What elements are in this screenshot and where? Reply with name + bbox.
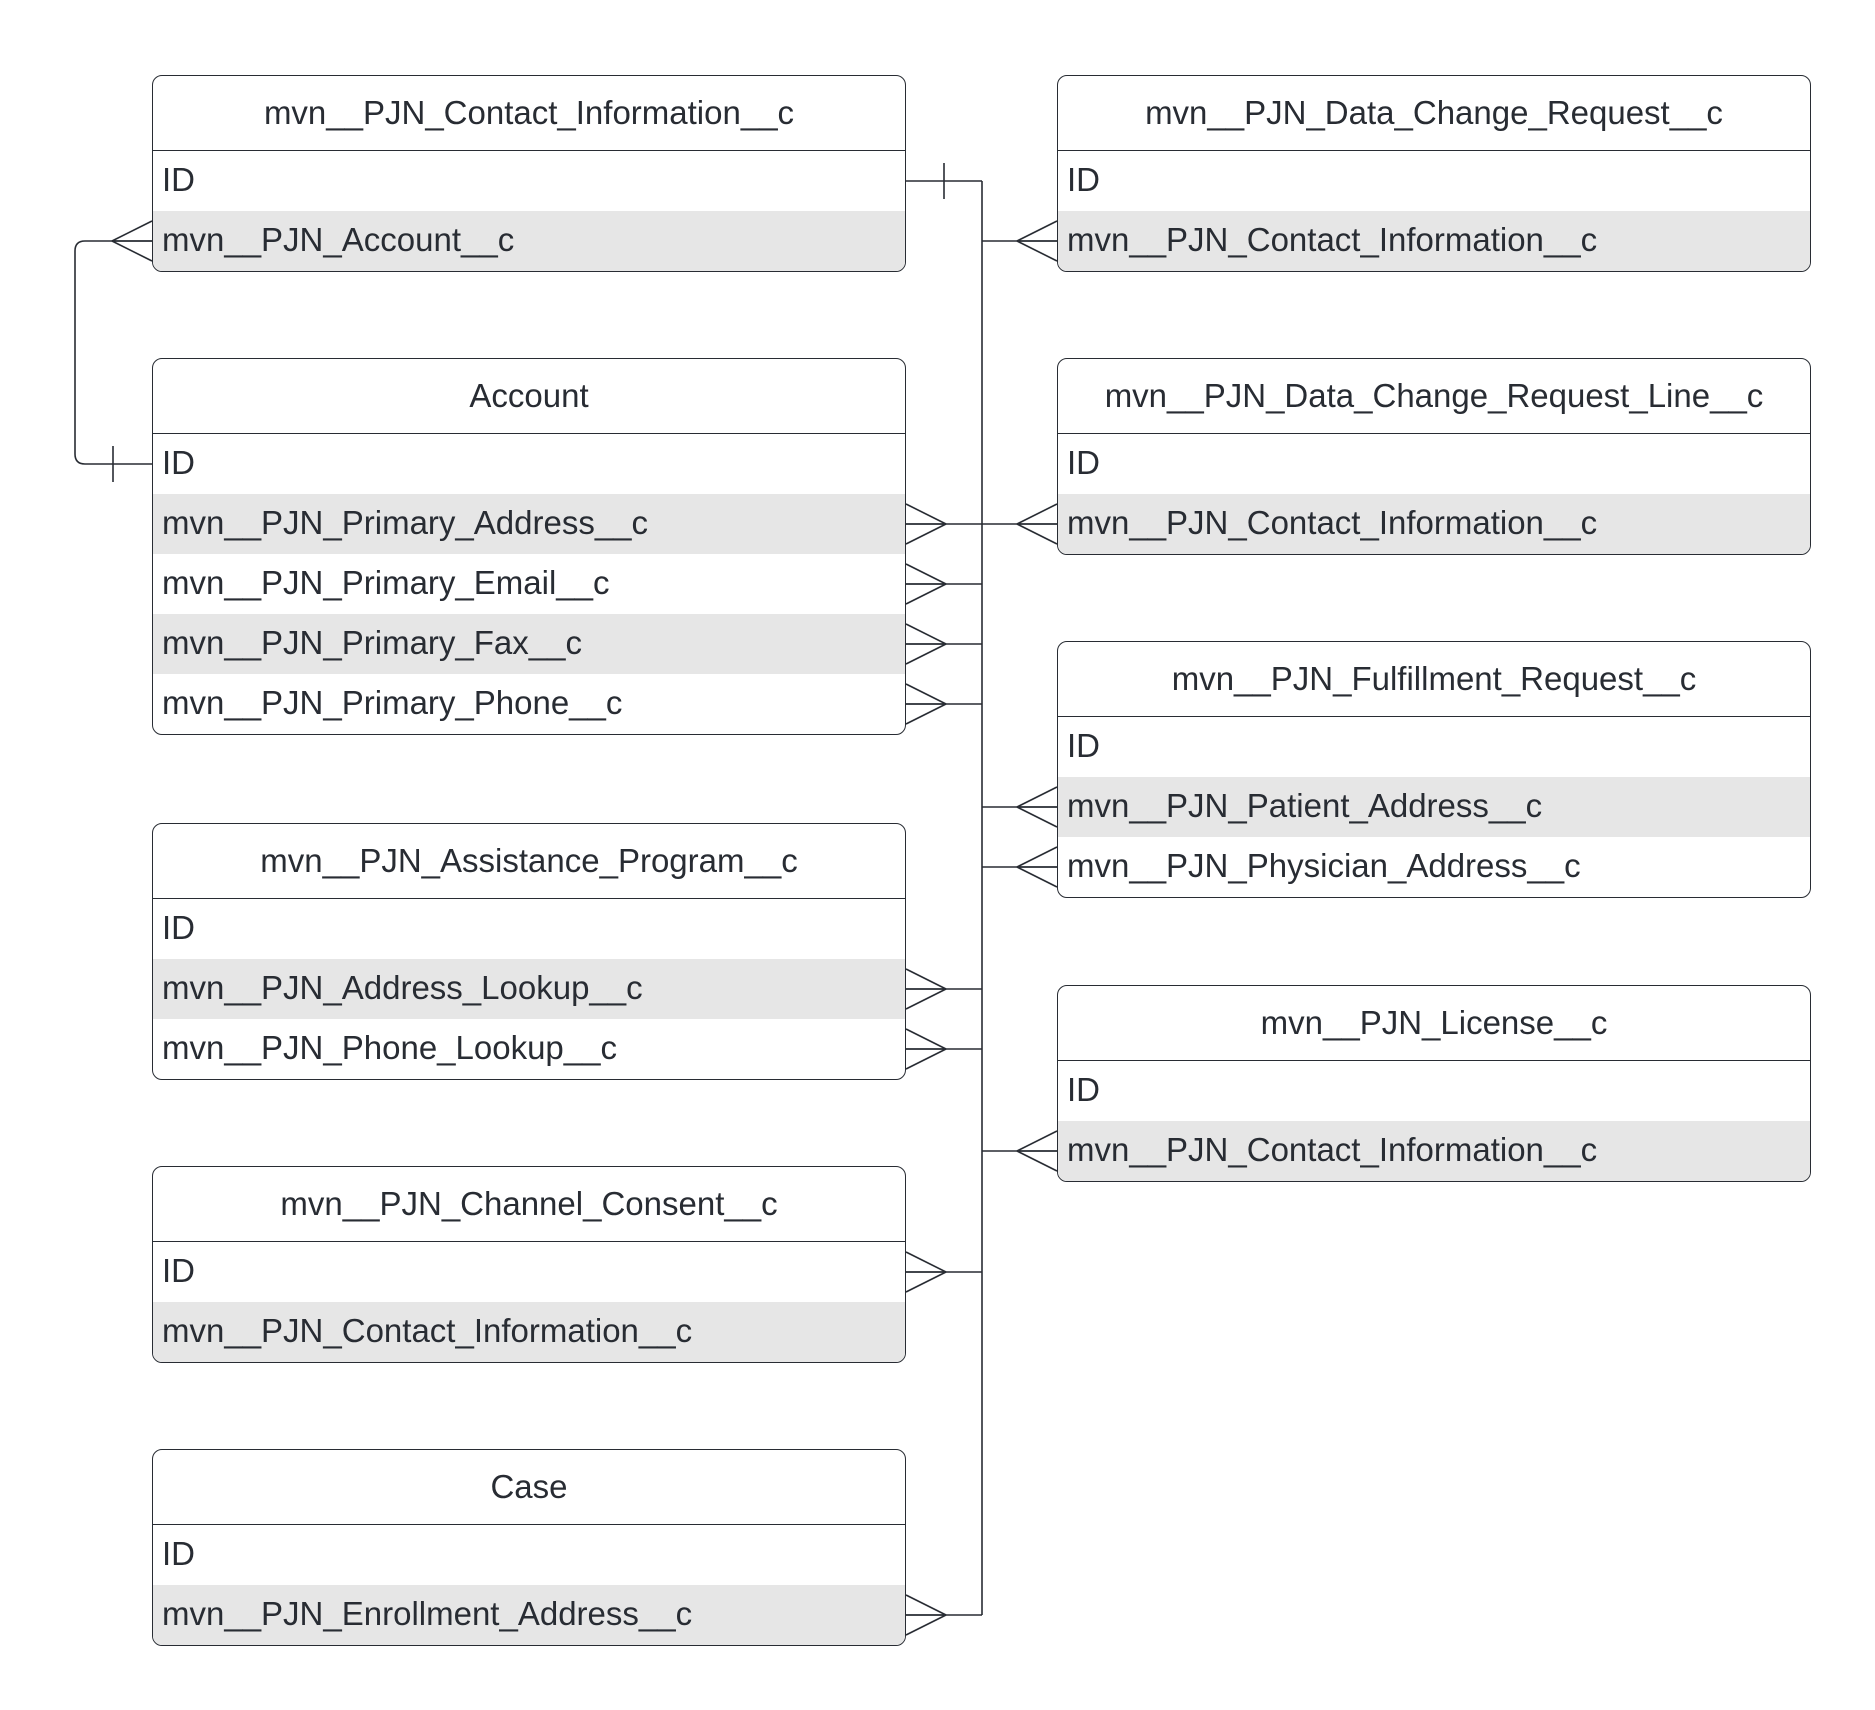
many-marker bbox=[905, 563, 947, 605]
entity-title: Case bbox=[153, 1450, 905, 1525]
field-id: ID bbox=[1067, 1071, 1100, 1108]
entity-title: mvn__PJN_Contact_Information__c bbox=[153, 76, 905, 151]
field-id: ID bbox=[1067, 161, 1100, 198]
field-contact-information: mvn__PJN_Contact_Information__c bbox=[1058, 211, 1810, 271]
entity-title: mvn__PJN_Data_Change_Request__c bbox=[1058, 76, 1810, 151]
many-marker bbox=[1016, 1130, 1058, 1172]
field-id: ID bbox=[1067, 727, 1100, 764]
field-id: ID bbox=[162, 1252, 195, 1289]
entity-title: Account bbox=[153, 359, 905, 434]
field-id: ID bbox=[1067, 444, 1100, 481]
entity-title: mvn__PJN_Assistance_Program__c bbox=[153, 824, 905, 899]
relationship-line-account bbox=[74, 240, 152, 465]
many-marker bbox=[905, 503, 947, 545]
many-marker bbox=[1016, 786, 1058, 828]
field-phone-lookup: mvn__PJN_Phone_Lookup__c bbox=[162, 1029, 617, 1066]
field-id: ID bbox=[162, 1535, 195, 1572]
entity-contact-information[interactable]: mvn__PJN_Contact_Information__c ID mvn__… bbox=[152, 75, 906, 272]
entity-channel-consent[interactable]: mvn__PJN_Channel_Consent__c ID mvn__PJN_… bbox=[152, 1166, 906, 1363]
entity-case[interactable]: Case ID mvn__PJN_Enrollment_Address__c bbox=[152, 1449, 906, 1646]
field-patient-address: mvn__PJN_Patient_Address__c bbox=[1058, 777, 1810, 837]
field-id: ID bbox=[162, 909, 195, 946]
many-marker bbox=[111, 220, 153, 262]
entity-data-change-request[interactable]: mvn__PJN_Data_Change_Request__c ID mvn__… bbox=[1057, 75, 1811, 272]
many-marker bbox=[1016, 846, 1058, 888]
entity-license[interactable]: mvn__PJN_License__c ID mvn__PJN_Contact_… bbox=[1057, 985, 1811, 1182]
many-marker bbox=[1016, 220, 1058, 262]
field-contact-information: mvn__PJN_Contact_Information__c bbox=[1058, 494, 1810, 554]
many-marker bbox=[1016, 503, 1058, 545]
many-marker bbox=[905, 1251, 947, 1293]
entity-title: mvn__PJN_Channel_Consent__c bbox=[153, 1167, 905, 1242]
field-primary-address: mvn__PJN_Primary_Address__c bbox=[153, 494, 905, 554]
field-physician-address: mvn__PJN_Physician_Address__c bbox=[1067, 847, 1581, 884]
many-marker bbox=[905, 1594, 947, 1636]
field-contact-information: mvn__PJN_Contact_Information__c bbox=[1058, 1121, 1810, 1181]
field-id: ID bbox=[162, 161, 195, 198]
many-marker bbox=[905, 1028, 947, 1070]
entity-account[interactable]: Account ID mvn__PJN_Primary_Address__c m… bbox=[152, 358, 906, 735]
entity-title: mvn__PJN_Fulfillment_Request__c bbox=[1058, 642, 1810, 717]
entity-title: mvn__PJN_Data_Change_Request_Line__c bbox=[1058, 359, 1810, 434]
entity-assistance-program[interactable]: mvn__PJN_Assistance_Program__c ID mvn__P… bbox=[152, 823, 906, 1080]
field-primary-phone: mvn__PJN_Primary_Phone__c bbox=[162, 684, 623, 721]
field-account: mvn__PJN_Account__c bbox=[153, 211, 905, 271]
many-marker bbox=[905, 623, 947, 665]
field-primary-email: mvn__PJN_Primary_Email__c bbox=[162, 564, 610, 601]
field-primary-fax: mvn__PJN_Primary_Fax__c bbox=[153, 614, 905, 674]
entity-title: mvn__PJN_License__c bbox=[1058, 986, 1810, 1061]
many-marker bbox=[905, 683, 947, 725]
entity-fulfillment-request[interactable]: mvn__PJN_Fulfillment_Request__c ID mvn__… bbox=[1057, 641, 1811, 898]
many-marker bbox=[905, 968, 947, 1010]
field-enrollment-address: mvn__PJN_Enrollment_Address__c bbox=[153, 1585, 905, 1645]
field-address-lookup: mvn__PJN_Address_Lookup__c bbox=[153, 959, 905, 1019]
field-contact-information: mvn__PJN_Contact_Information__c bbox=[153, 1302, 905, 1362]
entity-data-change-request-line[interactable]: mvn__PJN_Data_Change_Request_Line__c ID … bbox=[1057, 358, 1811, 555]
field-id: ID bbox=[162, 444, 195, 481]
